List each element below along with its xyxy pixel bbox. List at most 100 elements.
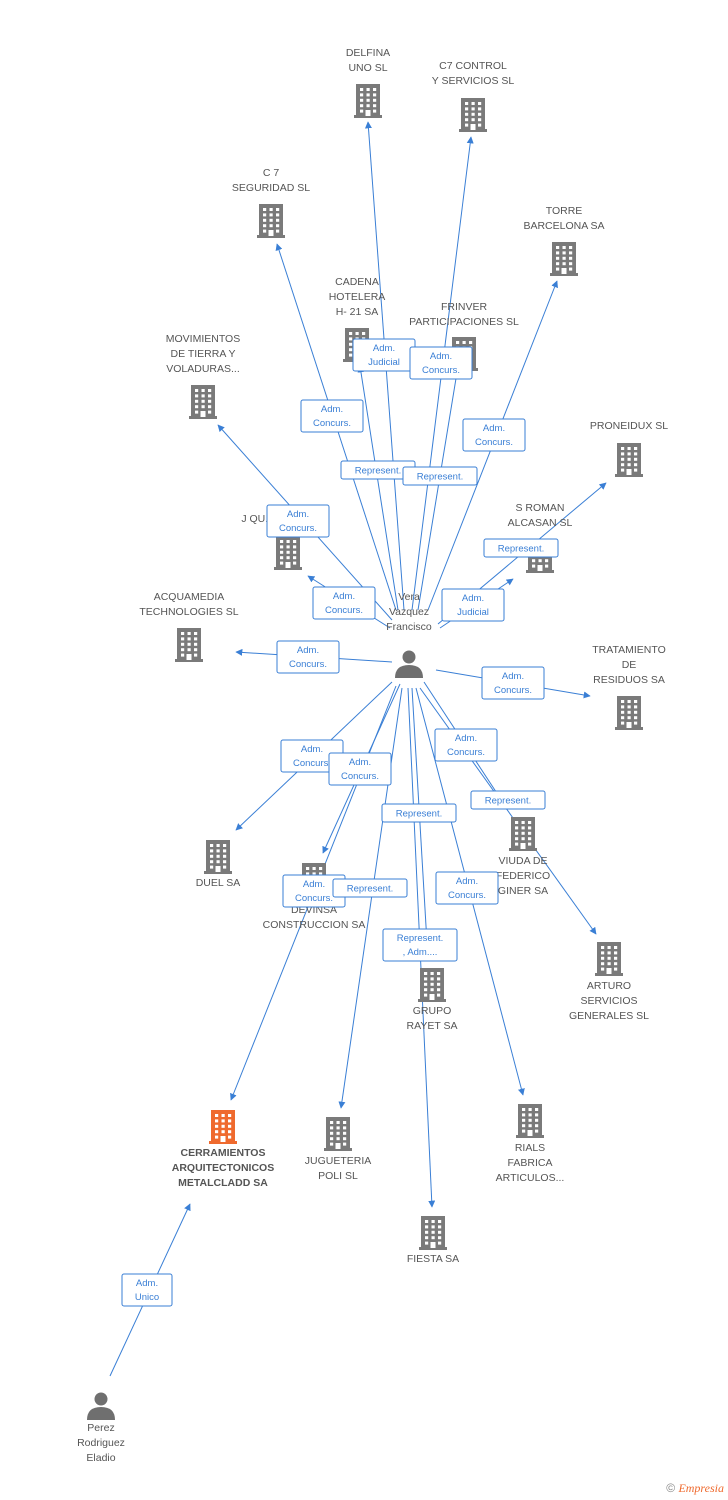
relation-badge-text: Concurs.: [295, 893, 333, 904]
badges-layer: Adm.JudicialAdm.Concurs.Adm.Concurs.Repr…: [121, 338, 559, 1307]
relation-badge-text: Adm.: [462, 593, 484, 604]
building-icon: [595, 942, 623, 976]
relation-badge[interactable]: Represent.: [332, 878, 408, 898]
node-label-line: CERRAMIENTOS: [181, 1147, 266, 1159]
node-label-line: GRUPO: [413, 1005, 452, 1017]
node-jugueteria[interactable]: JUGUETERIA POLI SL: [305, 1117, 372, 1182]
node-label-line: FABRICA: [508, 1157, 553, 1169]
relation-badge[interactable]: Adm.Concurs.: [481, 666, 545, 700]
relation-badge[interactable]: Adm. Concurs.: [280, 739, 344, 773]
relation-badge-text: Concurs.: [422, 365, 460, 376]
relation-badge[interactable]: Adm.Concurs.: [266, 504, 330, 538]
node-label-line: TORRE: [546, 205, 583, 217]
node-label-line: METALCLADD SA: [178, 1177, 268, 1189]
edge-vera-to-jugueteria: [338, 687, 403, 1109]
relation-badge-text: Adm.: [502, 671, 524, 682]
relation-badge-text: Adm.: [297, 645, 319, 656]
relation-badge[interactable]: Adm.Concurs.: [462, 418, 526, 452]
relation-badge-text: Concurs.: [289, 659, 327, 670]
relation-badge[interactable]: Adm.Concurs.: [409, 346, 473, 380]
node-cerramientos[interactable]: CERRAMIENTOS ARQUITECTONICOS METALCLADD SA: [172, 1110, 274, 1189]
person-icon: [395, 650, 423, 678]
relation-badge[interactable]: Adm. Judicial: [441, 588, 505, 622]
edge-vera-to-grupo: [411, 687, 432, 961]
node-label-line: GINER SA: [498, 885, 548, 897]
node-label-line: TRATAMIENTO: [592, 644, 666, 656]
relation-badge-text: Concurs.: [313, 418, 351, 429]
node-duel[interactable]: DUEL SA: [196, 840, 241, 889]
node-label-line: C7 CONTROL: [439, 60, 507, 72]
node-rials[interactable]: RIALSFABRICAARTICULOS...: [496, 1104, 565, 1184]
relation-badge-text: Represent.: [355, 466, 401, 477]
relation-badge[interactable]: Adm.Judicial: [352, 338, 416, 372]
relation-badge[interactable]: Represent.: [470, 790, 546, 810]
relation-badge-text: Judicial: [368, 357, 400, 368]
relation-badge-text: Adm.: [321, 404, 343, 415]
node-label-line: ALCASAN SL: [508, 517, 573, 529]
person-icon: [87, 1392, 115, 1420]
relation-badge[interactable]: Adm.Concurs.: [312, 586, 376, 620]
relation-badge[interactable]: Represent., Adm....: [382, 928, 458, 962]
relation-badge[interactable]: Adm. Concurs.: [276, 640, 340, 674]
node-label-line: RIALS: [515, 1142, 545, 1154]
relation-badge-text: Represent.: [347, 884, 393, 895]
building-icon: [419, 1216, 447, 1250]
relation-badge[interactable]: Adm. Concurs.: [328, 752, 392, 786]
node-label-line: Perez: [87, 1422, 114, 1434]
relation-badge[interactable]: Adm. Concurs.: [300, 399, 364, 433]
building-icon: [189, 385, 217, 419]
relation-badge-text: Judicial: [457, 607, 489, 618]
relation-badge-text: Adm.: [301, 744, 323, 755]
relation-badge[interactable]: Adm.Concurs.: [282, 874, 346, 908]
relation-badge[interactable]: Represent.: [402, 466, 478, 486]
node-label-line: POLI SL: [318, 1170, 358, 1182]
node-label-line: CONSTRUCCION SA: [263, 919, 366, 931]
node-label-line: MOVIMIENTOS: [166, 333, 240, 345]
node-label-line: DUEL SA: [196, 877, 241, 889]
relation-badge-text: Concurs.: [341, 771, 379, 782]
building-icon: [204, 840, 232, 874]
node-label-line: VIUDA DE: [498, 855, 547, 867]
node-fiesta[interactable]: FIESTA SA: [407, 1216, 459, 1265]
building-icon: [274, 536, 302, 570]
relation-badge[interactable]: Adm.Concurs.: [435, 871, 499, 905]
relation-badge-text: Concurs.: [448, 890, 486, 901]
relation-badge[interactable]: Adm.Concurs.: [434, 728, 498, 762]
node-proneidux[interactable]: PRONEIDUX SL: [590, 420, 668, 477]
node-jq[interactable]: J QU...: [241, 513, 302, 570]
relation-badge-text: Adm.: [455, 733, 477, 744]
relation-badge-text: Represent.: [498, 544, 544, 555]
node-label-line: DE TIERRA Y: [171, 348, 236, 360]
building-icon: [175, 628, 203, 662]
node-label-line: JUGUETERIA: [305, 1155, 372, 1167]
node-label-line: C 7: [263, 167, 280, 179]
building-icon: [257, 204, 285, 238]
relation-badge-text: Adm.: [349, 757, 371, 768]
node-label-line: ARQUITECTONICOS: [172, 1162, 274, 1174]
relation-badge-text: Concurs.: [293, 758, 331, 769]
relation-badge-text: Represent.: [485, 796, 531, 807]
node-label-line: GENERALES SL: [569, 1010, 649, 1022]
node-label-line: TECHNOLOGIES SL: [139, 606, 238, 618]
node-label-line: PRONEIDUX SL: [590, 420, 668, 432]
node-label-line: DE: [622, 659, 637, 671]
relation-badge[interactable]: Represent.: [483, 538, 559, 558]
relation-badge[interactable]: Adm.Unico: [121, 1273, 173, 1307]
node-label-line: J QU...: [241, 513, 274, 525]
node-label-line: Francisco: [386, 621, 432, 633]
relation-badge[interactable]: Represent.: [381, 803, 457, 823]
